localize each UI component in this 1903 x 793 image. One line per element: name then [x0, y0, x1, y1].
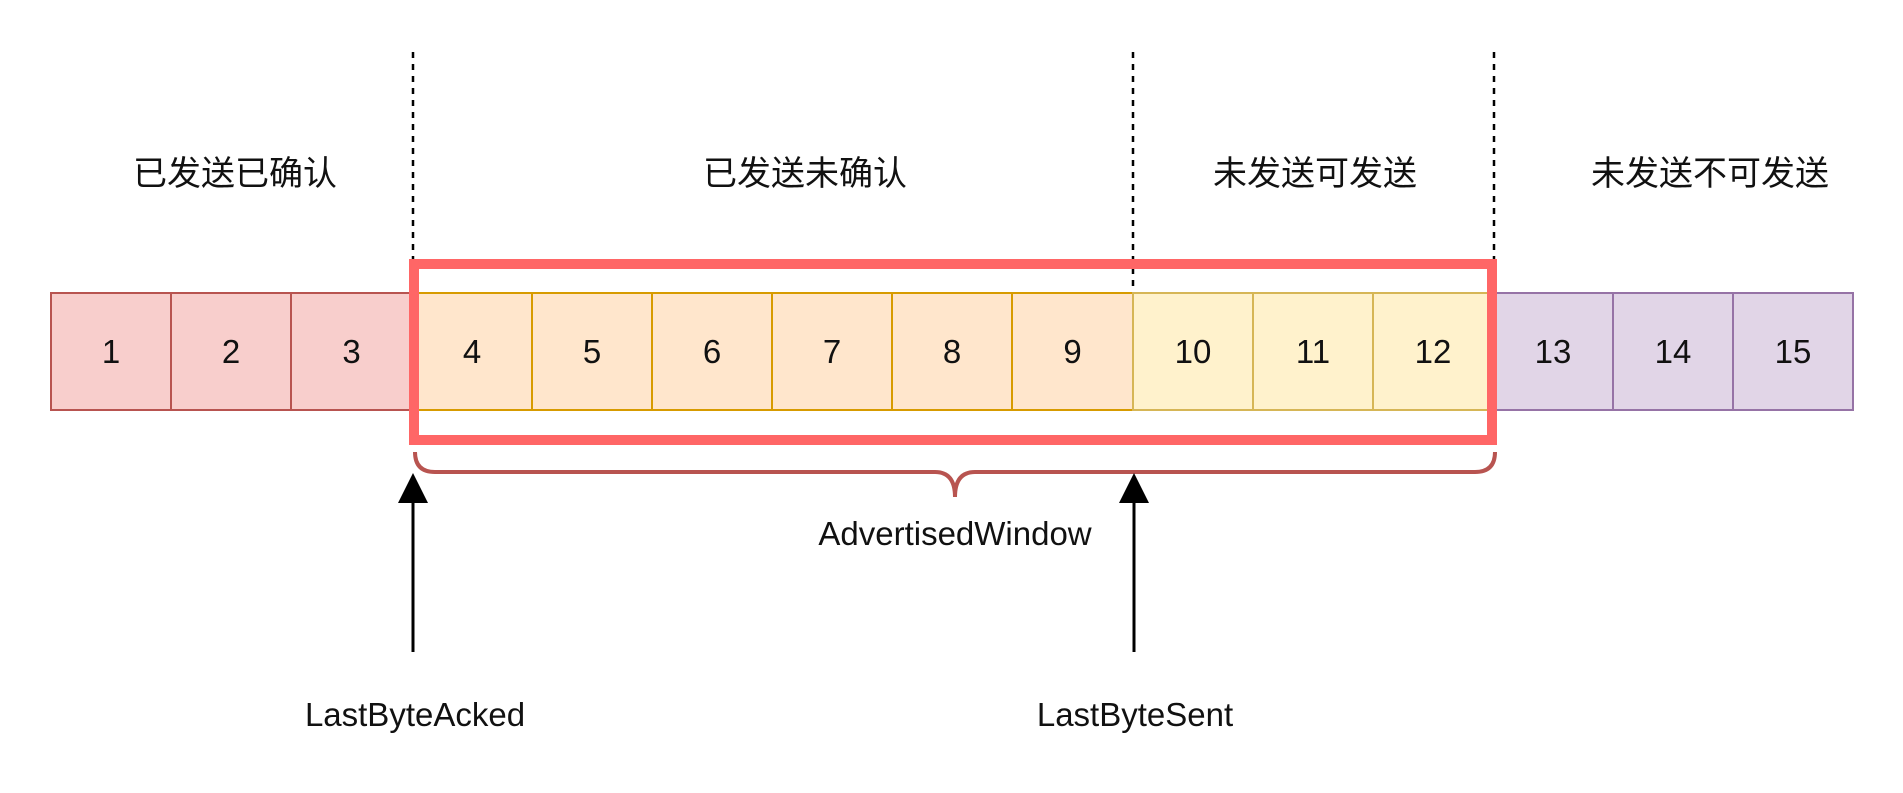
- region-label-unsent-sendable: 未发送可发送: [1213, 154, 1417, 194]
- region-label-sent-acked: 已发送已确认: [133, 154, 337, 194]
- byte-cell-1: 1: [50, 292, 172, 411]
- byte-cell-5: 5: [531, 292, 653, 411]
- region-label-sent-unacked: 已发送未确认: [703, 154, 907, 194]
- byte-cell-2: 2: [170, 292, 292, 411]
- region-label-unsent-unsendable: 未发送不可发送: [1591, 154, 1829, 194]
- last-byte-sent-label: LastByteSent: [1036, 696, 1234, 733]
- byte-cell-6: 6: [651, 292, 773, 411]
- byte-cell-7: 7: [771, 292, 893, 411]
- last-byte-acked-label: LastByteAcked: [304, 696, 526, 733]
- byte-cell-13: 13: [1492, 292, 1614, 411]
- advertised-window-box: [409, 259, 1497, 445]
- byte-cell-12: 12: [1372, 292, 1494, 411]
- advertised-window-brace: [413, 451, 1497, 498]
- byte-cell-4: 4: [411, 292, 533, 411]
- byte-cell-11: 11: [1252, 292, 1374, 411]
- byte-cell-3: 3: [290, 292, 413, 411]
- byte-cell-15: 15: [1732, 292, 1854, 411]
- byte-cell-9: 9: [1011, 292, 1134, 411]
- advertised-window-label: AdvertisedWindow: [818, 515, 1092, 552]
- byte-cell-10: 10: [1132, 292, 1254, 411]
- byte-cell-14: 14: [1612, 292, 1734, 411]
